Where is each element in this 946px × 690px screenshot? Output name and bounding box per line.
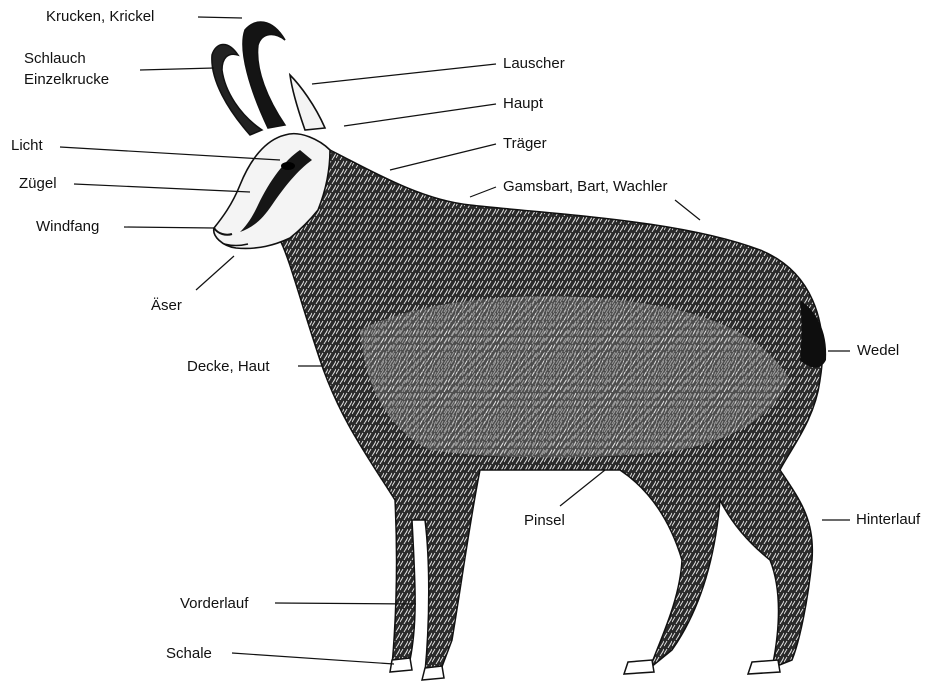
label-aeser: Äser — [151, 297, 182, 315]
label-decke: Decke, Haut — [187, 358, 270, 376]
hoof-front — [390, 658, 412, 672]
label-haupt: Haupt — [503, 95, 543, 113]
label-lauscher: Lauscher — [503, 55, 565, 73]
label-wedel: Wedel — [857, 342, 899, 360]
label-zuegel: Zügel — [19, 175, 57, 193]
label-krucken: Krucken, Krickel — [46, 8, 154, 26]
hoof-hind — [624, 660, 654, 674]
label-gamsbart: Gamsbart, Bart, Wachler — [503, 178, 668, 196]
label-traeger: Träger — [503, 135, 547, 153]
eye — [281, 162, 295, 170]
label-schlauch: Schlauch — [24, 50, 86, 68]
label-pinsel: Pinsel — [524, 512, 565, 530]
label-schale: Schale — [166, 645, 212, 663]
label-vorderlauf: Vorderlauf — [180, 595, 248, 613]
label-windfang: Windfang — [36, 218, 99, 236]
label-hinterlauf: Hinterlauf — [856, 511, 920, 529]
label-licht: Licht — [11, 137, 43, 155]
horn-right — [243, 22, 285, 128]
hoof-front-2 — [422, 666, 444, 680]
label-einzelkrucke: Einzelkrucke — [24, 71, 109, 89]
hoof-hind-2 — [748, 660, 780, 674]
